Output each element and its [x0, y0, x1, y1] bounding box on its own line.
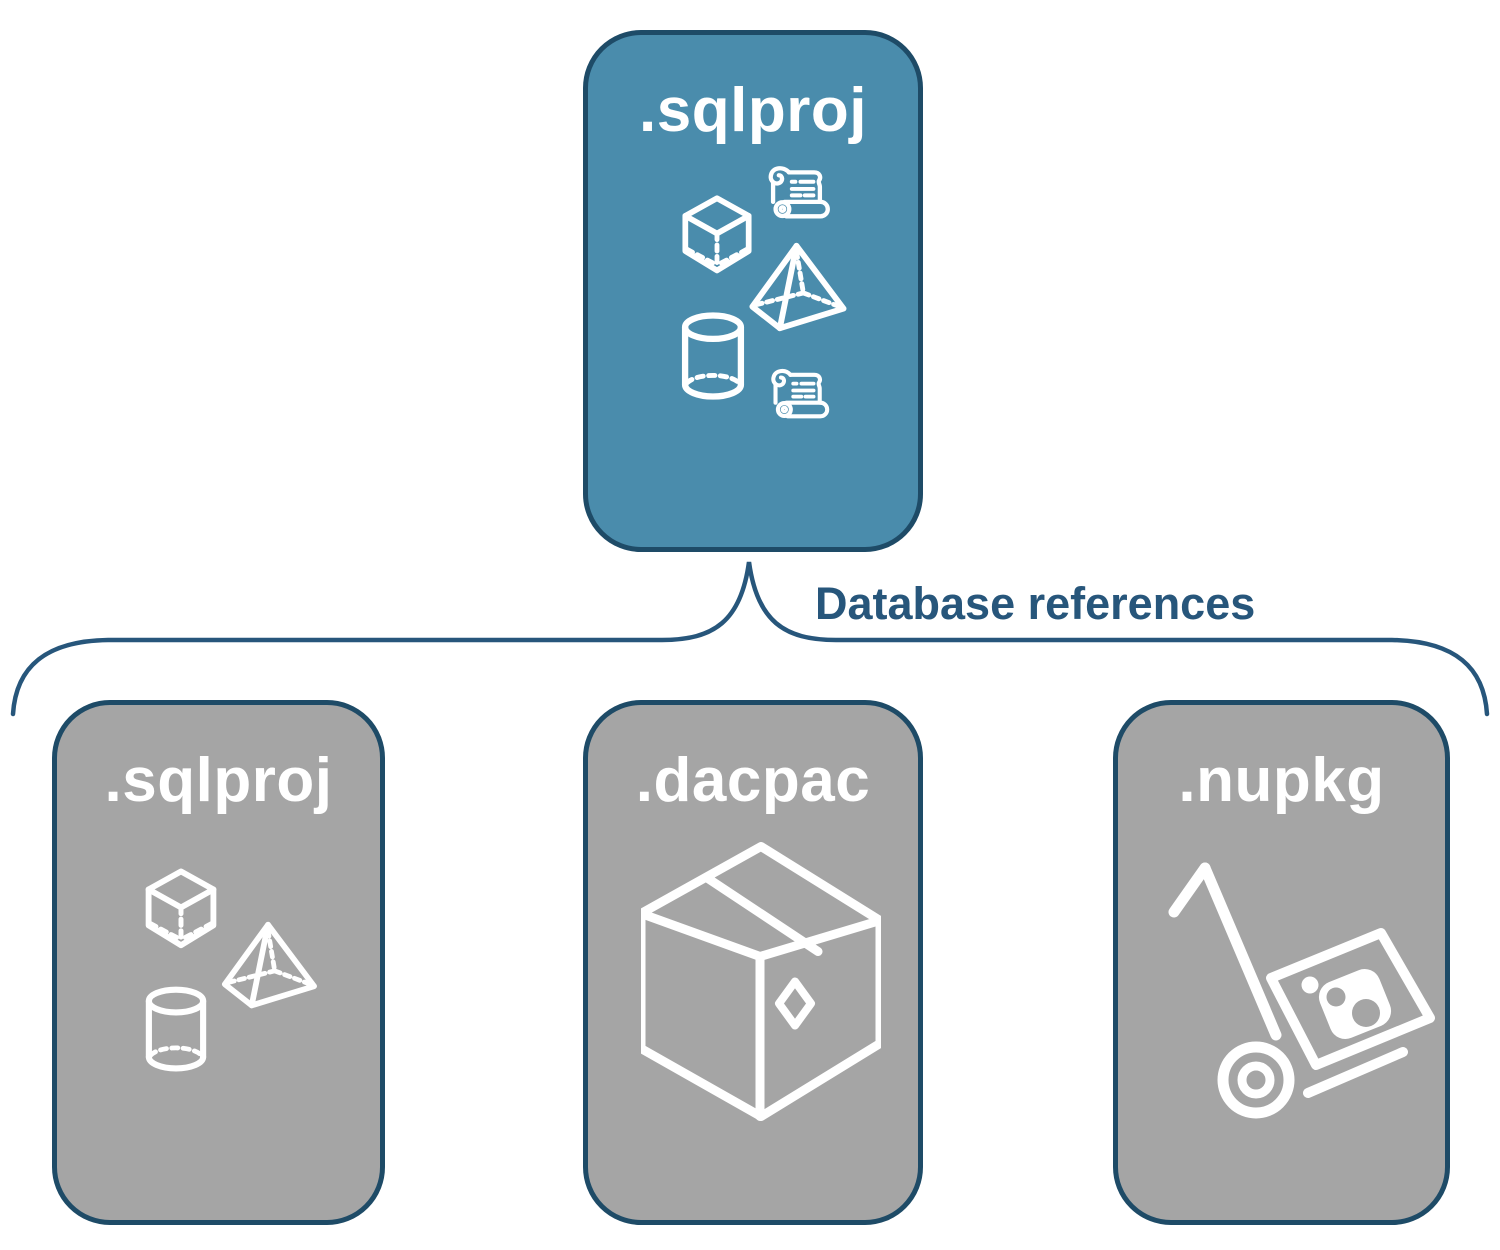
pyramid-icon — [221, 921, 317, 1009]
package-box-icon — [641, 842, 881, 1121]
card-sqlproj-main: .sqlproj — [583, 30, 923, 552]
scroll-icon — [768, 166, 830, 219]
card-title: .nupkg — [1178, 746, 1385, 815]
card-sqlproj-reference: .sqlproj — [52, 700, 385, 1225]
cylinder-icon — [681, 312, 745, 400]
card-title: .dacpac — [635, 746, 871, 815]
pyramid-icon — [749, 242, 847, 332]
card-dacpac-reference: .dacpac — [583, 700, 923, 1225]
scroll-icon — [771, 368, 830, 419]
connector-label: Database references — [815, 578, 1256, 629]
card-nupkg-reference: .nupkg — [1113, 700, 1450, 1225]
card-title: .sqlproj — [639, 76, 867, 145]
cube-icon — [145, 868, 217, 949]
cube-icon — [682, 195, 752, 274]
card-title: .sqlproj — [104, 746, 333, 815]
cylinder-icon — [145, 986, 207, 1072]
hand-truck-nuget-icon — [1168, 862, 1435, 1119]
